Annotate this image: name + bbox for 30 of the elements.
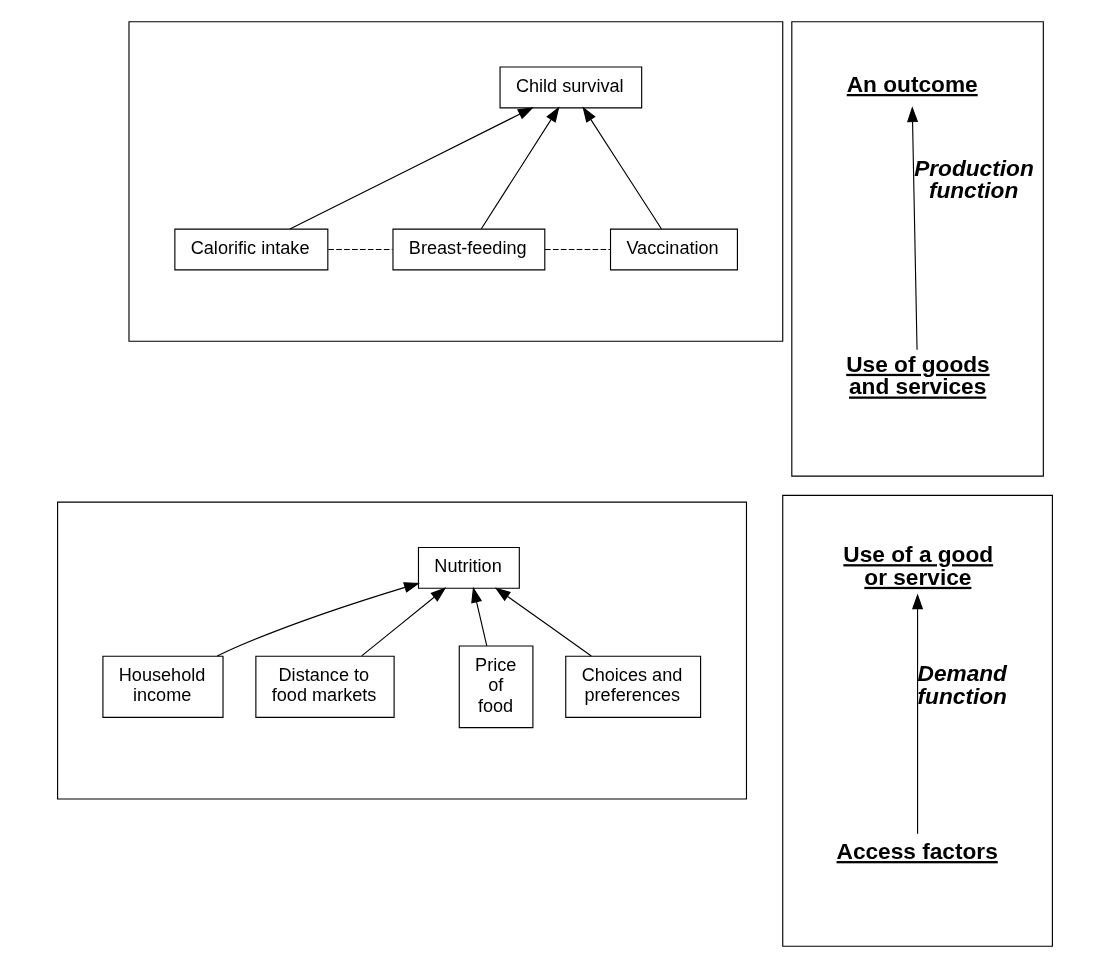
cluster: [127, 21, 783, 342]
node-box: Price of food: [458, 645, 533, 729]
arrow: [216, 582, 420, 657]
cluster: [56, 501, 747, 800]
arrow: [494, 587, 592, 657]
cluster: [790, 21, 1044, 477]
node-box: Child survival: [499, 66, 642, 109]
edge-label: Production function: [913, 154, 1034, 204]
arrow: [906, 106, 918, 351]
node-box: Choices and preferences: [564, 655, 701, 718]
node-box: Nutrition: [417, 546, 520, 589]
node-box: Distance to food markets: [254, 655, 395, 718]
edge-label: Demand function: [917, 660, 1007, 709]
node-text: Use of goods and services: [845, 350, 990, 400]
connector: [543, 248, 611, 251]
node-text: Use of a good or service: [842, 541, 993, 590]
cluster: [781, 494, 1053, 947]
node-text: An outcome: [846, 70, 978, 97]
arrow: [360, 587, 446, 657]
node-box: Breast-feeding: [391, 228, 545, 271]
connector: [327, 248, 393, 251]
arrow: [470, 586, 487, 647]
arrow: [288, 107, 534, 230]
arrow: [911, 593, 923, 835]
node-box: Vaccination: [609, 228, 738, 271]
node-box: Household income: [101, 655, 224, 718]
arrow: [581, 106, 662, 230]
node-text: Access factors: [836, 838, 998, 865]
node-box: Calorific intake: [173, 228, 328, 271]
arrow: [480, 106, 559, 230]
